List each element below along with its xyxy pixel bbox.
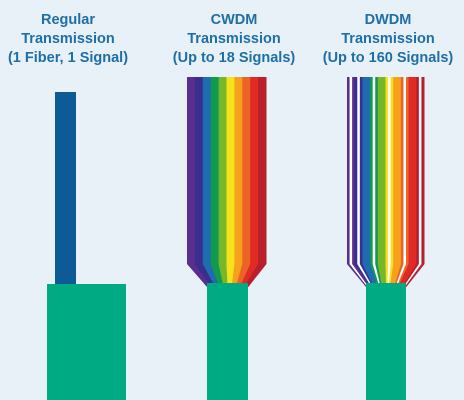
cwdm-heading-line1: CWDM <box>210 12 258 28</box>
signal-band <box>372 77 381 287</box>
signal-band <box>395 77 407 287</box>
signal-band <box>354 77 372 287</box>
signal-band <box>390 77 397 287</box>
signal-band <box>392 77 402 287</box>
signal-band <box>226 77 235 287</box>
signal-band <box>370 77 380 287</box>
cwdm-heading-line2: Transmission <box>187 31 281 47</box>
fiber-cable <box>207 283 248 400</box>
regular-heading-line2: Transmission <box>21 31 115 47</box>
dwdm-transmission-panel: DWDM Transmission (Up to 160 Signals) <box>312 0 464 400</box>
fiber-cable <box>47 284 126 400</box>
signal-band <box>239 77 259 287</box>
regular-transmission-panel: Regular Transmission (1 Fiber, 1 Signal) <box>0 0 136 400</box>
signal-band <box>382 77 387 287</box>
cwdm-heading-line3: (Up to 18 Signals) <box>172 50 296 66</box>
signal-band <box>375 77 383 287</box>
signal-band <box>380 77 385 287</box>
cwdm-heading: CWDM Transmission (Up to 18 Signals) <box>156 11 312 68</box>
signal-band <box>349 77 369 287</box>
dwdm-signal-bands <box>347 77 425 287</box>
regular-fiber-illustration <box>47 92 126 400</box>
regular-heading-line3: (1 Fiber, 1 Signal) <box>7 50 129 66</box>
signal-band <box>388 77 394 287</box>
signal-band <box>352 77 371 287</box>
signal-band <box>235 77 251 287</box>
dwdm-heading-line3: (Up to 160 Signals) <box>322 50 454 66</box>
signal-band <box>210 77 224 287</box>
cwdm-fiber-illustration <box>187 77 267 400</box>
cwdm-signal-bands <box>187 77 267 287</box>
signal-band <box>387 77 392 287</box>
signal-band <box>202 77 220 287</box>
fiber-cable <box>366 283 406 400</box>
signal-band <box>404 77 425 287</box>
dwdm-fiber-illustration <box>347 77 425 400</box>
signal-band <box>357 77 373 287</box>
regular-heading-line1: Regular <box>41 12 95 28</box>
dwdm-heading: DWDM Transmission (Up to 160 Signals) <box>312 11 464 68</box>
signal-band <box>187 77 212 287</box>
dwdm-heading-line2: Transmission <box>341 31 435 47</box>
signal-band <box>243 77 267 287</box>
signal-band <box>218 77 228 287</box>
signal-band <box>194 77 216 287</box>
single-signal-bar <box>55 92 76 288</box>
cwdm-transmission-panel: CWDM Transmission (Up to 18 Signals) <box>156 0 312 400</box>
regular-heading: Regular Transmission (1 Fiber, 1 Signal) <box>0 11 136 68</box>
signal-band <box>347 77 368 287</box>
signal-band <box>231 77 243 287</box>
signal-band <box>385 77 389 287</box>
signal-band <box>391 77 399 287</box>
signal-band <box>394 77 404 287</box>
dwdm-heading-line1: DWDM <box>364 12 412 28</box>
